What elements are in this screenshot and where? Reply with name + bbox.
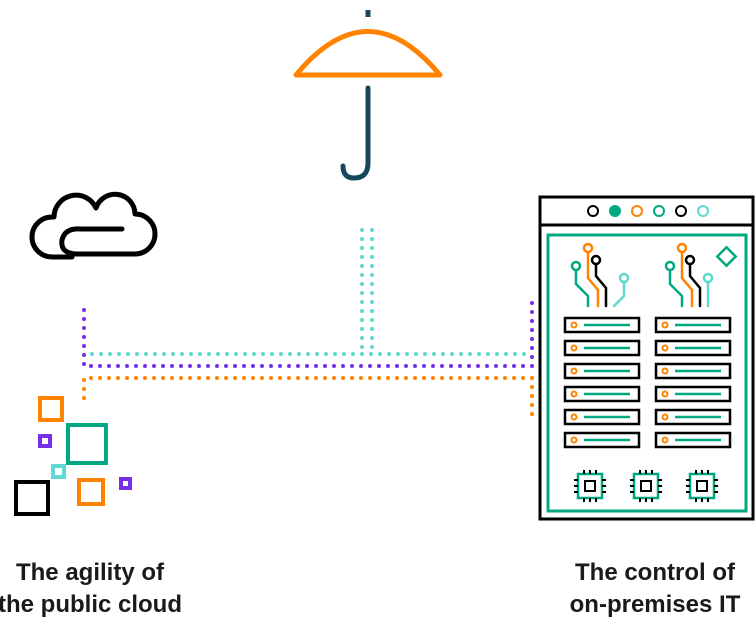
connection-lines — [82, 228, 534, 422]
umbrella-icon — [293, 10, 443, 181]
on-premises-caption-line-2: on-premises IT — [569, 591, 741, 618]
on-premises-caption-line-1: The control of — [575, 559, 735, 586]
on-premises-caption: The control of on-premises IT — [525, 557, 756, 621]
public-cloud-caption: The agility of the public cloud — [0, 557, 220, 621]
public-cloud-caption-line-1: The agility of — [15, 559, 164, 586]
cloud-icon — [29, 191, 158, 260]
public-cloud-caption-line-2: the public cloud — [0, 591, 182, 618]
server-rack-icon — [538, 195, 755, 521]
scattered-squares-icon — [14, 396, 132, 516]
